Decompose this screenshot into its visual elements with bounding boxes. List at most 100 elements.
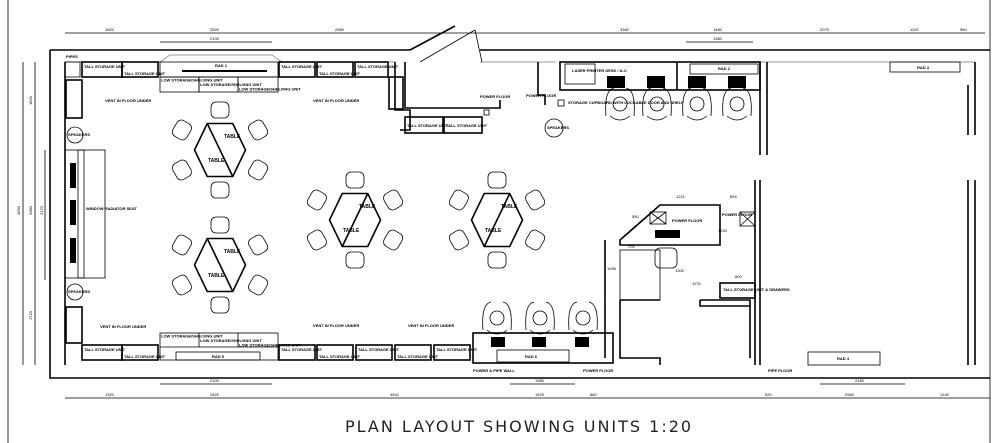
chair [448,229,469,251]
unit-label: TALL STORAGE UNIT [281,64,323,69]
chair [248,159,269,181]
window-seat-label: WINDOW RADIATOR SEAT [86,206,137,211]
frame-border [7,0,991,443]
dimension-label: 1221 [676,194,686,199]
dimension-label: 1320 [105,392,115,397]
dimension-label: 2580 [335,27,345,32]
chair [171,159,192,181]
corner-desk: POWER FLOOR POWER FLOOR TALL STORAGE UNI… [607,194,790,301]
seated-person [642,87,672,121]
radiator-label: RAD 1 [215,63,228,68]
radiator-label: RAD 3 [917,65,930,70]
printer-label: LASER PRINTER DESK / A-C [572,68,627,73]
person-head [649,96,665,112]
dimension-label: 800 [735,274,742,279]
dimension-label: 520 [765,392,772,397]
chair [248,119,269,141]
unit-label: TALL STORAGE UNIT [84,347,126,352]
chair [345,171,365,189]
person-head [729,96,745,112]
speaker-icon [66,126,84,144]
radiator-label: RAD 5 [212,354,225,359]
person-head [612,96,628,112]
chair [383,229,404,251]
radiator-label: RAD 6 [525,354,538,359]
vent-label: VENT IN FLOOR UNDER [408,323,454,328]
unit-label: LOW STORAGE/SHELVING UNIT [161,78,223,83]
dimension-label: 1380 [713,36,723,41]
dimension-label: 2100 [210,378,220,383]
power-label: POWER FLOOR [480,94,510,99]
dimension-label: 2180 [855,378,865,383]
speaker-label: SPEAKERS [68,132,90,137]
table-divider [341,193,369,247]
chair [248,234,269,256]
dimension-label: 2560 [845,392,855,397]
dimension-label: 2070 [820,27,830,32]
unit-label: TALL STORAGE UNIT [397,354,439,359]
dimension-label: 700 [628,244,635,249]
vent-label: VENT IN FLOOR UNDER [105,98,151,103]
unit-label: LOW STORAGE/SHELVING UNIT [239,343,301,348]
table-label: TABLE [343,228,360,234]
chair [210,101,230,119]
dimension-label: 1230 [718,228,728,233]
unit-label: TALL STORAGE UNIT [124,71,166,76]
person-head [532,310,548,326]
unit-label: TALL STORAGE UNIT [407,123,449,128]
vent-label: VENT IN FLOOR UNDER [313,98,359,103]
radiator-label: RAD 4 [837,356,850,361]
unit-label: LOW STORAGE/SHELVING UNIT [239,87,301,92]
table-label: TABLE [359,204,376,210]
left-wall-units: SPEAKERS WINDOW RADIATOR SEAT SPEAKERS V… [64,126,146,344]
chair [171,274,192,296]
bottom-workstations: RAD 6 POWER & PIPE WALL POWER FLOOR RAD … [472,332,881,373]
dimension-label: 960 [960,27,967,32]
chair [248,274,269,296]
table-divider [206,123,234,177]
drawing-title: PLAN LAYOUT SHOWING UNITS 1:20 [345,417,693,436]
unit-label: TALL STORAGE UNIT [84,64,126,69]
table-label: TABLE [208,273,225,279]
dimension-label: 4542 [390,392,400,397]
unit-label: TALL STORAGE UNIT & DRAWERS [723,287,790,292]
power-label: POWER FLOOR [583,368,613,373]
seated-person [605,87,635,121]
chair [210,216,230,234]
unit-label: TALL STORAGE UNIT [319,71,361,76]
dimension-label: 1820 [105,27,115,32]
dimension-label: 894 [730,194,737,199]
seated-person [568,301,598,335]
pipe-label: PIPE FLOOR [768,368,792,373]
table-divider [483,193,511,247]
dimension-label: 550 [632,214,639,219]
dimension-label: 1820 [28,95,33,105]
vent-label: VENT IN FLOOR UNDER [313,323,359,328]
speaker-icon [544,118,564,138]
radiator-label: RAD 2 [718,66,731,71]
dimension-label: 1300 [675,268,685,273]
chair [306,229,327,251]
dimension-label: 1240 [940,392,950,397]
dimension-label: 1095 [607,266,617,271]
power-label: POWER FLOOR [526,93,556,98]
unit-label: TALL STORAGE UNIT [319,354,361,359]
pipes-label: PIPES [66,54,78,59]
table-label: TABLE [224,134,241,140]
person-head [689,96,705,112]
chair [171,234,192,256]
chair [345,251,365,269]
table-label: TABLE [224,249,241,255]
person-head [575,310,591,326]
dimension-lines: 1820 2520 2100 2580 3360 1480 1380 2070 … [16,27,990,399]
power-label: POWER FLOOR [672,218,702,223]
top-storage-row: PIPES TALL STORAGE UNIT TALL STORAGE UNI… [64,54,510,134]
dimension-label: 2100 [210,36,220,41]
dimension-label: 2520 [210,27,220,32]
unit-label: TALL STORAGE UNIT [436,347,478,352]
table-label: TABLE [208,158,225,164]
cupboard-label: STORAGE CUPBOARD WITH LOCKABLE DOOR AND … [568,100,684,105]
chair [487,171,507,189]
dimension-label: 1480 [713,27,723,32]
